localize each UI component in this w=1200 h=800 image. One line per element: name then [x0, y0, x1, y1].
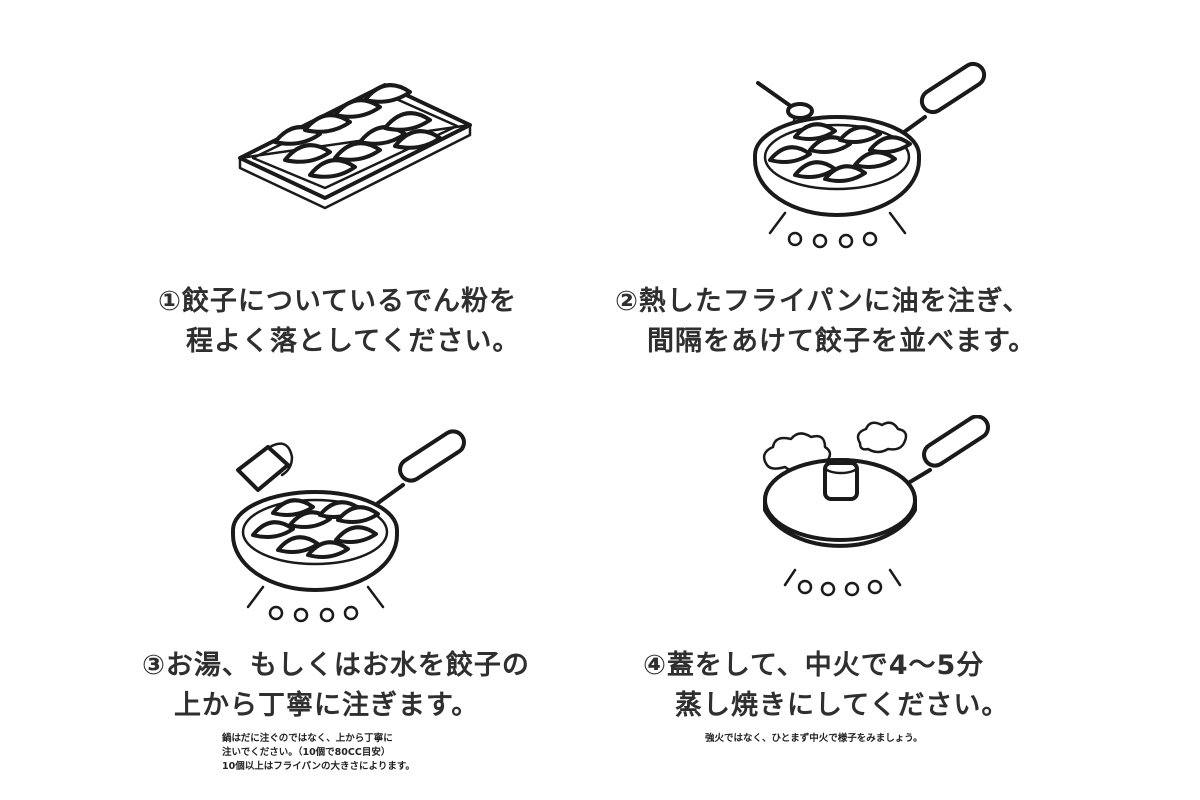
step-3-note-line-3: 10個以上はフライパンの大きさによります。	[222, 761, 415, 772]
frying-pan-oil-icon	[750, 55, 1000, 255]
frying-pan-lid-icon	[755, 414, 1000, 605]
step-2-line-1: ②熱したフライパンに油を注ぎ、	[615, 286, 1031, 317]
gyoza-tray-icon	[235, 80, 475, 240]
step-4-text: ④蓋をして、中火で4～5分 蒸し焼きにしてください。	[643, 646, 1009, 726]
step-4-line-2: 蒸し焼きにしてください。	[675, 690, 1010, 721]
frying-pan-water-icon	[228, 425, 483, 625]
step-1-line-1: ①餃子についているでん粉を	[158, 286, 518, 317]
step-3-note-line-1: 鍋はだに注ぐのではなく、上から丁寧に	[222, 733, 393, 744]
step-1-text: ①餃子についているでん粉を 程よく落としてください。	[158, 282, 520, 362]
step-4-note-line-1: 強火ではなく、ひとまず中火で様子をみましょう。	[705, 733, 923, 744]
step-4-note: 強火ではなく、ひとまず中火で様子をみましょう。	[705, 732, 923, 746]
step-2-line-2: 間隔をあけて餃子を並べます。	[647, 326, 1037, 357]
step-3-text: ③お湯、もしくはお水を餃子の 上から丁寧に注ぎます。	[142, 646, 530, 726]
step-4-line-1: ④蓋をして、中火で4～5分	[643, 650, 985, 681]
step-3-line-2: 上から丁寧に注ぎます。	[174, 690, 480, 721]
step-3-note-line-2: 注いでください。（10個で80CC目安）	[222, 747, 391, 758]
step-2-text: ②熱したフライパンに油を注ぎ、 間隔をあけて餃子を並べます。	[615, 282, 1036, 362]
step-3-note: 鍋はだに注ぐのではなく、上から丁寧に 注いでください。（10個で80CC目安） …	[222, 732, 415, 774]
step-3-line-1: ③お湯、もしくはお水を餃子の	[142, 650, 530, 681]
step-1-line-2: 程よく落としてください。	[186, 326, 521, 357]
